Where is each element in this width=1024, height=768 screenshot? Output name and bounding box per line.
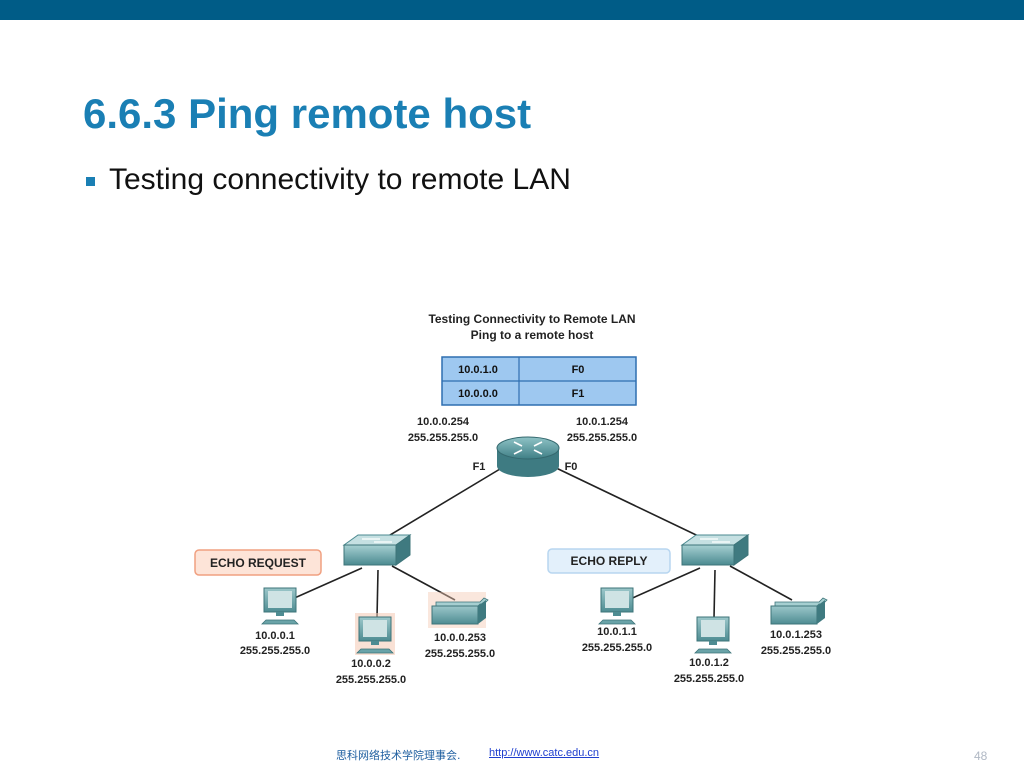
router-left-ip: 10.0.0.254 bbox=[417, 416, 470, 428]
page-number: 48 bbox=[974, 749, 988, 763]
bullet-text: Testing connectivity to remote LAN bbox=[109, 163, 571, 196]
router-icon bbox=[496, 436, 560, 477]
printer-icon bbox=[428, 592, 489, 628]
computer-icon bbox=[694, 616, 732, 654]
echo-reply-text: ECHO REPLY bbox=[571, 554, 648, 568]
host-mask: 255.255.255.0 bbox=[240, 645, 310, 657]
link-right-printer bbox=[729, 565, 793, 601]
footer-link[interactable]: http://www.catc.edu.cn bbox=[489, 747, 600, 759]
switch-icon bbox=[680, 534, 750, 566]
network-links bbox=[289, 465, 793, 619]
route-network-cell: 10.0.0.0 bbox=[458, 388, 498, 400]
route-interface-cell: F0 bbox=[572, 364, 585, 376]
host-ip: 10.0.1.2 bbox=[689, 657, 729, 669]
route-interface-cell: F1 bbox=[572, 388, 585, 400]
host-mask: 255.255.255.0 bbox=[582, 642, 652, 654]
host-ip: 10.0.0.1 bbox=[255, 630, 295, 642]
echo-request-label: ECHO REQUEST bbox=[194, 549, 322, 576]
router-left-mask: 255.255.255.0 bbox=[408, 432, 478, 444]
router-right-mask: 255.255.255.0 bbox=[567, 432, 637, 444]
switch-icon bbox=[342, 534, 412, 566]
router-port-f1: F1 bbox=[473, 461, 486, 473]
computer-icon bbox=[598, 587, 636, 625]
diagram-title: Testing Connectivity to Remote LAN bbox=[428, 312, 635, 326]
link-right-pc1 bbox=[627, 567, 701, 601]
echo-request-text: ECHO REQUEST bbox=[210, 556, 307, 570]
router-port-f0: F0 bbox=[565, 461, 578, 473]
footer-org: 思科网络技术学院理事会. bbox=[336, 749, 461, 762]
router-right-ip: 10.0.1.254 bbox=[576, 416, 629, 428]
printer-mask: 255.255.255.0 bbox=[425, 648, 495, 660]
route-network-cell: 10.0.1.0 bbox=[458, 364, 498, 376]
routing-table: 10.0.1.0 F0 10.0.0.0 F1 bbox=[441, 356, 637, 406]
link-right-pc2 bbox=[713, 569, 716, 619]
link-router-right-switch bbox=[551, 465, 716, 545]
link-left-pc2 bbox=[376, 569, 379, 619]
printer-ip: 10.0.0.253 bbox=[434, 632, 486, 644]
host-mask: 255.255.255.0 bbox=[674, 673, 744, 685]
slide-title: 6.6.3 Ping remote host bbox=[83, 90, 532, 137]
bullet-square-icon bbox=[86, 176, 95, 186]
printer-icon bbox=[770, 597, 828, 625]
bullet-item: Testing connectivity to remote LAN bbox=[86, 160, 571, 200]
host-ip: 10.0.0.2 bbox=[351, 658, 391, 670]
top-banner bbox=[0, 0, 1024, 20]
host-mask: 255.255.255.0 bbox=[336, 674, 406, 686]
computer-icon bbox=[261, 587, 299, 625]
printer-mask: 255.255.255.0 bbox=[761, 645, 831, 657]
computer-icon bbox=[355, 613, 395, 655]
host-ip: 10.0.1.1 bbox=[597, 626, 637, 638]
diagram-subtitle: Ping to a remote host bbox=[471, 328, 594, 342]
echo-reply-label: ECHO REPLY bbox=[547, 548, 671, 574]
footer: 思科网络技术学院理事会. http://www.catc.edu.cn 48 bbox=[0, 744, 1024, 764]
printer-ip: 10.0.1.253 bbox=[770, 629, 822, 641]
link-left-printer bbox=[391, 565, 456, 601]
link-router-left-switch bbox=[374, 465, 506, 545]
link-left-pc1 bbox=[289, 567, 363, 601]
